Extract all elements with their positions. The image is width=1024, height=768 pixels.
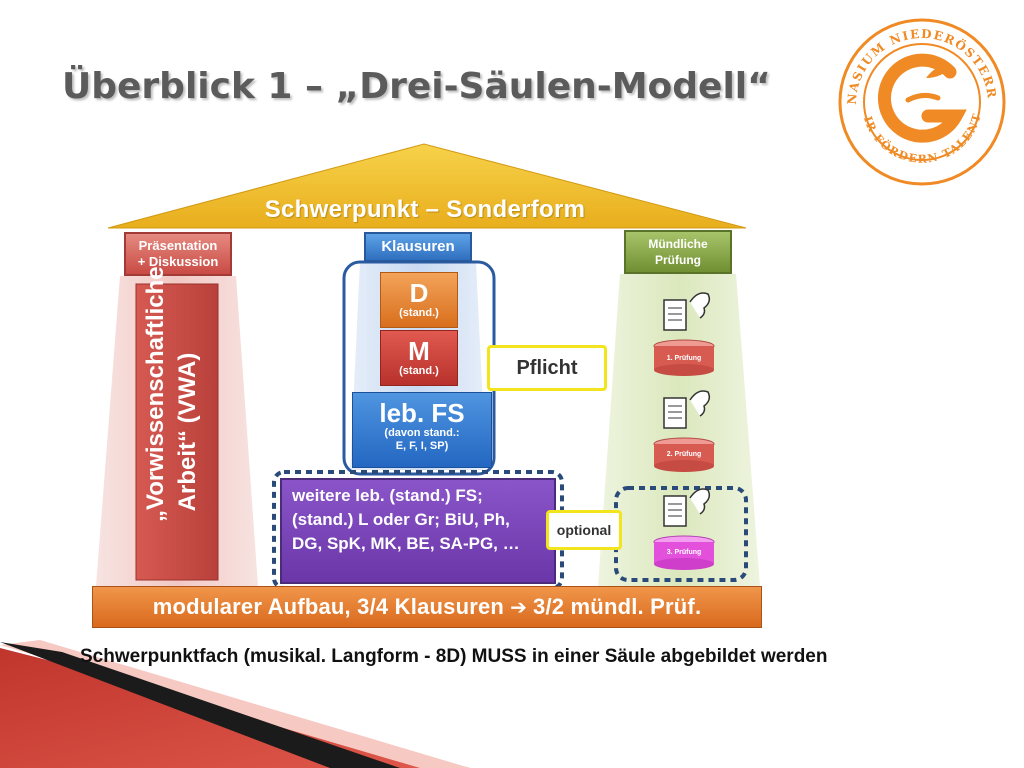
exam-1-label: 1. Prüfung: [666, 355, 702, 362]
box-m-sub: (stand.): [399, 365, 439, 377]
box-m-main: M: [408, 336, 430, 366]
vwa-line1: „Vorwissenschaftliche: [142, 266, 169, 522]
right-pillar-head: Mündliche Prüfung: [624, 230, 732, 274]
box-fs-sub2: E, F, I, SP): [395, 440, 449, 452]
exam-2-label: 2. Prüfung: [666, 451, 702, 458]
weitere-line2: (stand.) L oder Gr; BiU, Ph,: [292, 510, 510, 529]
left-pillar-head: Präsentation + Diskussion: [124, 232, 232, 276]
right-head-line1: Mündliche: [648, 237, 708, 251]
weitere-line1: weitere leb. (stand.) FS;: [292, 486, 483, 505]
exam-1-icon: [653, 292, 715, 376]
box-mathematik: M (stand.): [380, 330, 458, 386]
box-deutsch: D (stand.): [380, 272, 458, 328]
right-arrow-icon: ➔: [510, 596, 528, 619]
vwa-label: „Vorwissenschaftliche Arbeit“ (VWA): [140, 266, 212, 522]
slide-caption: Schwerpunktfach (musikal. Langform - 8D)…: [80, 646, 828, 667]
right-column-shape: [598, 274, 760, 586]
roof-shape: [107, 143, 747, 229]
box-d-sub: (stand.): [399, 307, 439, 319]
left-head-line2: + Diskussion: [137, 254, 219, 269]
vwa-line2: Arbeit“ (VWA): [174, 352, 201, 512]
exam-3-label: 3. Prüfung: [666, 549, 702, 556]
left-head-line1: Präsentation: [138, 238, 218, 253]
base-bar: modularer Aufbau, 3/4 Klausuren ➔ 3/2 mü…: [92, 586, 762, 628]
right-head-line2: Prüfung: [655, 253, 701, 267]
optional-label: optional: [546, 510, 622, 550]
box-d-main: D: [409, 278, 429, 308]
school-logo: GYMNASIUM NIEDERÖSTERREICH WIR FÖRDERN T…: [828, 14, 1006, 186]
vwa-body: [135, 283, 219, 581]
weitere-faecher-box: weitere leb. (stand.) FS; (stand.) L ode…: [280, 478, 556, 584]
base-part1: modularer Aufbau, 3/4 Klausuren: [152, 594, 505, 619]
weitere-line3: DG, SpK, MK, BE, SA-PG, …: [292, 534, 520, 553]
middle-pillar-head: Klausuren: [364, 232, 472, 262]
exam3-dashed-box: [614, 486, 748, 582]
slide-title: Überblick 1 – „Drei-Säulen-Modell“: [62, 66, 771, 107]
exam-3-icon: [653, 488, 715, 570]
base-part2: 3/2 mündl. Prüf.: [533, 594, 702, 619]
box-lebende-fremdsprache: leb. FS (davon stand.: E, F, I, SP): [352, 392, 492, 468]
box-fs-main: leb. FS: [379, 398, 465, 428]
pflicht-label: Pflicht: [487, 345, 607, 391]
box-fs-sub1: (davon stand.:: [384, 427, 460, 439]
roof-label: Schwerpunkt – Sonderform: [264, 196, 586, 223]
exam-2-icon: [653, 390, 715, 472]
